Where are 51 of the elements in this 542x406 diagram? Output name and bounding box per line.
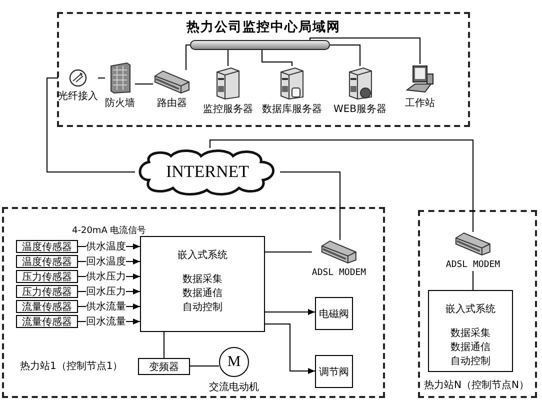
sensor-box: 流量传感器: [16, 300, 78, 313]
connector-line: [46, 78, 136, 172]
connector-line: [330, 44, 360, 66]
device-label: ADSL MODEM: [312, 267, 366, 279]
connector-line: [262, 50, 292, 66]
connector-line: [186, 44, 190, 70]
device-label: 数据库服务器: [262, 104, 322, 116]
arrow: [264, 309, 316, 315]
sensor-box: 温度传感器: [16, 240, 78, 253]
sensor-box: 压力传感器: [16, 285, 78, 298]
device-label: 路由器: [157, 98, 187, 110]
station-label: 热力站N（控制节点N）: [424, 378, 529, 392]
cloud-label: INTERNET: [166, 162, 250, 182]
device-label: 防火墙: [105, 98, 135, 110]
network-title: 热力公司监控中心局域网: [185, 18, 342, 36]
edge-label: 回水流量: [86, 316, 126, 327]
device-label: WEB服务器: [333, 104, 387, 116]
controller-box: [140, 236, 265, 332]
station-boundary: [2, 207, 385, 398]
device-label: 工作站: [405, 98, 435, 110]
box-text: 数据采集数据通信自动控制: [450, 327, 492, 369]
edge-label: 供水压力: [86, 271, 126, 282]
signal-note: 4-20mA 电流信号: [72, 224, 146, 237]
connector-line: [210, 140, 474, 232]
sensor-box: 温度传感器: [16, 255, 78, 268]
sensor-box: 压力传感器: [16, 270, 78, 283]
device-box: 调节阀: [315, 355, 353, 388]
motor-symbol: M: [219, 347, 249, 377]
connector-line: [280, 172, 340, 240]
device-box: 电磁阀: [315, 297, 353, 330]
motor-label: 交流电动机: [209, 380, 259, 394]
edge-label: 回水温度: [86, 256, 126, 267]
network-bus-bar: [190, 40, 330, 50]
station-boundary: [57, 12, 470, 127]
device-label: 光纤接入: [58, 91, 98, 103]
connector-line: [472, 270, 474, 290]
box-text: 数据采集数据通信自动控制: [182, 273, 224, 315]
box-title: 嵌入式系统: [446, 303, 496, 317]
controller-box: [428, 290, 513, 372]
station-boundary: [418, 210, 537, 398]
device-box: 变频器: [138, 358, 190, 375]
edge-label: 供水温度: [86, 241, 126, 252]
device-label: ADSL MODEM: [446, 259, 500, 271]
sensor-box: 流量传感器: [16, 315, 78, 328]
arrow: [264, 324, 316, 374]
edge-label: 回水压力: [86, 286, 126, 297]
station-label: 热力站1（控制节点1）: [20, 360, 123, 373]
edge-label: 供水流量: [86, 301, 126, 312]
connector-line: [310, 38, 420, 64]
box-title: 嵌入式系统: [178, 249, 228, 263]
device-label: 监控服务器: [203, 104, 253, 116]
